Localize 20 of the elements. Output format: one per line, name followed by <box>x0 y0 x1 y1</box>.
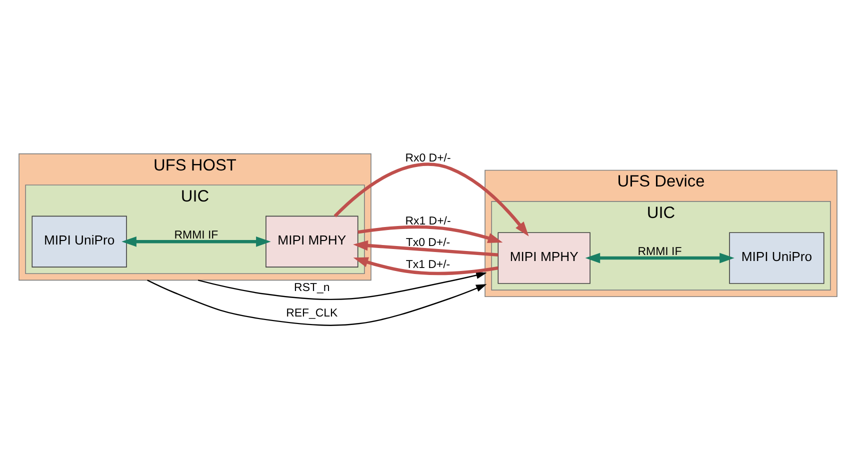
arrow <box>334 162 529 236</box>
edge-label: Rx1 D+/- <box>405 215 451 228</box>
node-box: MIPI MPHY <box>266 215 358 267</box>
arrow <box>358 224 503 243</box>
edge-label: RST_n <box>294 282 330 294</box>
node-box: MIPI UniPro <box>729 232 824 284</box>
arrow <box>353 256 498 275</box>
arrow <box>585 252 734 263</box>
arrow <box>353 240 498 256</box>
edge-label: Tx1 D+/- <box>406 258 450 271</box>
edge-label: RMMI IF <box>638 245 682 258</box>
node-box: MIPI UniPro <box>32 215 127 267</box>
arrow <box>122 236 271 246</box>
edge-label: RMMI IF <box>174 229 218 242</box>
arrow <box>198 271 487 300</box>
node-box: MIPI MPHY <box>498 232 590 284</box>
edge-label: REF_CLK <box>286 306 338 319</box>
arrow <box>147 279 487 326</box>
edge-label: Tx0 D+/- <box>406 236 450 248</box>
edge-label: Rx0 D+/- <box>405 152 451 164</box>
